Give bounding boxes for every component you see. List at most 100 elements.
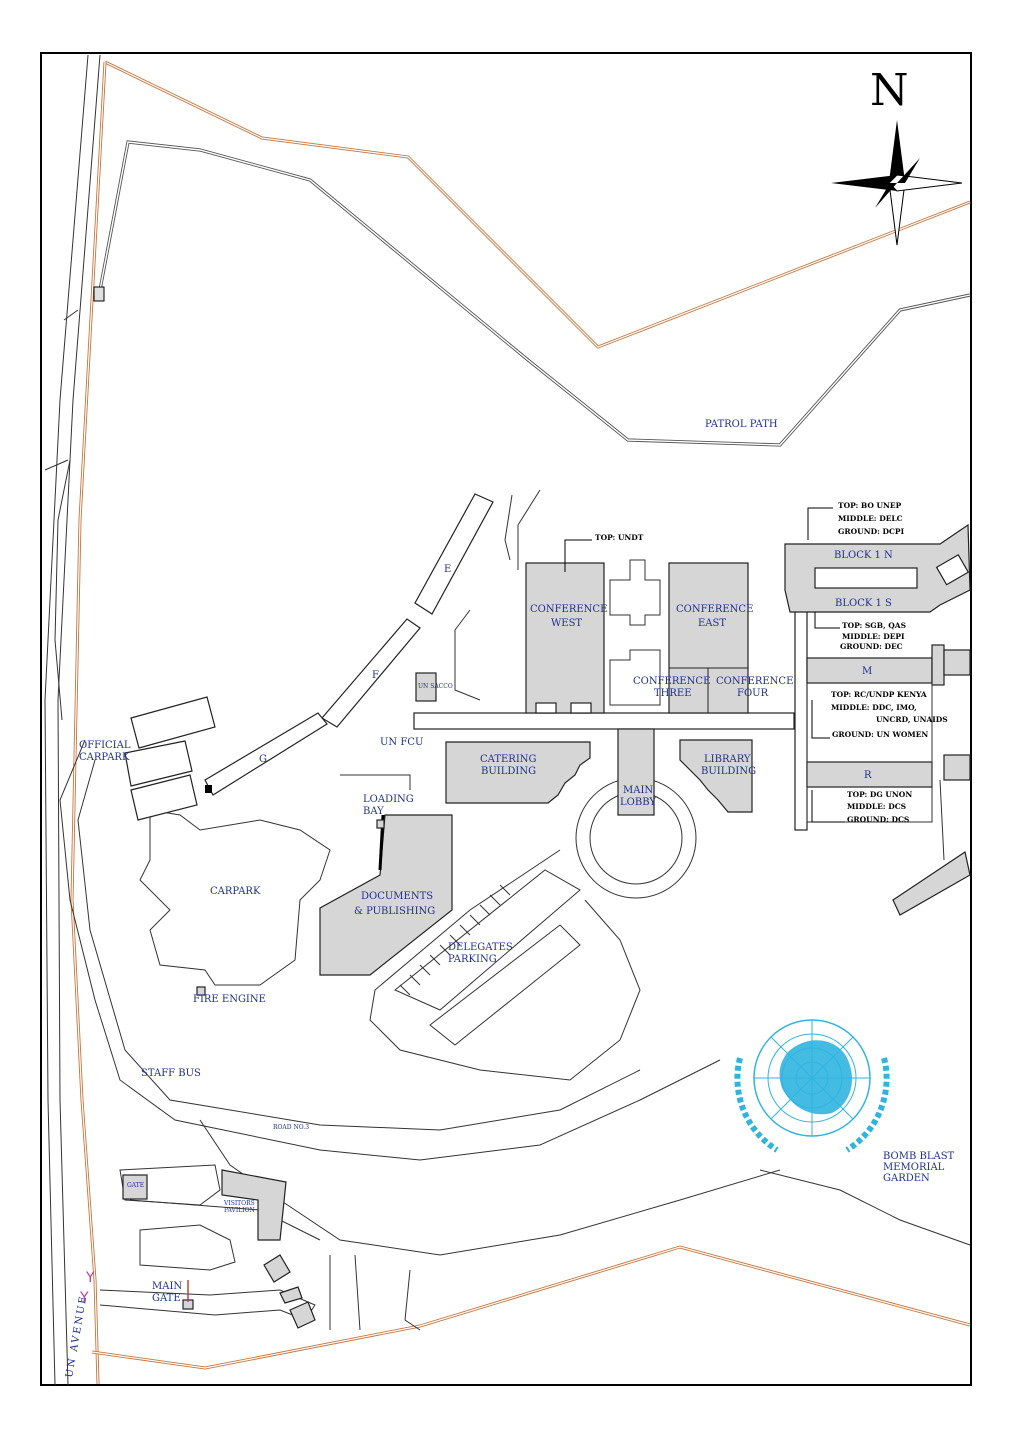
cw-annex bbox=[535, 702, 557, 714]
block1n-ground: GROUND: DCPI bbox=[838, 527, 905, 536]
memorial-garden-label-3: GARDEN bbox=[883, 1173, 930, 1184]
block1n-middle: MIDDLE: DELC bbox=[838, 514, 903, 523]
block-1n-label: BLOCK 1 N bbox=[834, 550, 893, 561]
block-m-label: M bbox=[862, 666, 872, 677]
north-label: N bbox=[870, 65, 909, 116]
block-r-ground: GROUND: DCS bbox=[847, 815, 909, 824]
gate-marker-icon-2: Y bbox=[79, 1290, 89, 1306]
compass-rose bbox=[831, 120, 963, 246]
internal-roads bbox=[54, 459, 971, 1331]
conference-west-building bbox=[525, 562, 605, 714]
block-r-label: R bbox=[864, 770, 872, 781]
block-e-label: E bbox=[444, 564, 451, 575]
annotation-pointers bbox=[564, 507, 845, 823]
gate-marker-icon: Y bbox=[85, 1270, 95, 1286]
block1s-top: TOP: SGB, QAS bbox=[842, 621, 906, 630]
conference-east-label-1: CONFERENCE bbox=[676, 604, 753, 615]
visitors-pavilion-label-2: PAVILION bbox=[224, 1207, 255, 1214]
block-f bbox=[321, 618, 421, 728]
block-r-top: TOP: DG UNON bbox=[847, 790, 912, 799]
block-g-marker bbox=[205, 785, 212, 793]
road-no3-label: ROAD NO.3 bbox=[273, 1124, 309, 1131]
conference-east-label-2: EAST bbox=[698, 618, 726, 629]
conference-four-label-2: FOUR bbox=[737, 688, 769, 699]
memorial-garden-label-1: BOMB BLAST bbox=[883, 1151, 955, 1162]
block-m-middle-2: UNCRD, UNAIDS bbox=[876, 715, 948, 724]
official-carpark-label-1: OFFICIAL bbox=[79, 740, 131, 751]
block1s-middle: MIDDLE: DEPI bbox=[842, 632, 905, 641]
loading-bay-label-2: BAY bbox=[363, 806, 384, 817]
block-m-building bbox=[806, 657, 933, 684]
conference-west-label-1: CONFERENCE bbox=[530, 604, 607, 615]
block-f-label: F bbox=[372, 670, 379, 681]
delegates-parking-label-1: DELEGATES bbox=[448, 942, 513, 953]
main-gate-label-2: GATE bbox=[152, 1293, 181, 1304]
memorial-garden-label-2: MEMORIAL bbox=[883, 1162, 945, 1173]
gate-area bbox=[119, 1164, 316, 1329]
main-gate-label-1: MAIN bbox=[152, 1281, 182, 1292]
catering-label-1: CATERING bbox=[480, 754, 537, 765]
documents-label-1: DOCUMENTS bbox=[361, 891, 433, 902]
block-1s-label: BLOCK 1 S bbox=[835, 598, 892, 609]
gate-label: GATE bbox=[127, 1182, 144, 1189]
conference-three-label-1: CONFERENCE bbox=[633, 676, 710, 687]
block-m-ground: GROUND: UN WOMEN bbox=[832, 730, 928, 739]
block1s-ground: GROUND: DEC bbox=[840, 642, 903, 651]
catering-building bbox=[445, 741, 591, 804]
carpark-label: CARPARK bbox=[210, 886, 261, 897]
conference-west-label-2: WEST bbox=[551, 618, 582, 629]
library-building bbox=[679, 739, 753, 813]
courtyard-structure-2 bbox=[609, 649, 661, 706]
walkway bbox=[413, 712, 795, 730]
m-r-outline bbox=[806, 683, 933, 823]
block-r-middle: MIDDLE: DCS bbox=[847, 802, 906, 811]
map-frame bbox=[40, 52, 972, 1386]
cw-annex-2 bbox=[570, 702, 592, 714]
main-lobby-label-2: LOBBY bbox=[620, 797, 656, 808]
un-avenue-road bbox=[44, 54, 101, 1386]
block-r-annex bbox=[892, 851, 971, 916]
fire-engine-marker bbox=[196, 986, 206, 996]
perimeter-fence bbox=[70, 60, 971, 1385]
block-m-ext bbox=[943, 649, 971, 676]
library-label-2: BUILDING bbox=[701, 766, 756, 777]
main-lobby-label-1: MAIN bbox=[623, 785, 653, 796]
delegates-parking-area bbox=[394, 869, 581, 1046]
block-1-wing bbox=[935, 554, 970, 586]
main-lobby-building bbox=[617, 728, 655, 816]
un-avenue-label: UN AVENUE bbox=[64, 1294, 89, 1379]
un-emblem-icon bbox=[734, 1019, 890, 1153]
block-e bbox=[414, 493, 494, 615]
block1n-top: TOP: BO UNEP bbox=[838, 501, 902, 510]
patrol-path-label: PATROL PATH bbox=[705, 419, 778, 430]
guard-post bbox=[93, 286, 105, 302]
delegates-parking-label-2: PARKING bbox=[448, 954, 497, 965]
r-path bbox=[939, 779, 945, 861]
catering-label-2: BUILDING bbox=[481, 766, 536, 777]
un-sacco-building bbox=[415, 672, 437, 702]
fire-engine-label: FIRE ENGINE bbox=[193, 994, 266, 1005]
conference-four-label-1: CONFERENCE bbox=[716, 676, 793, 687]
official-carpark-label-2: CARPARK bbox=[79, 752, 130, 763]
documents-label-2: & PUBLISHING bbox=[354, 906, 435, 917]
undt-annotation: TOP: UNDT bbox=[595, 533, 644, 542]
library-label-1: LIBRARY bbox=[704, 754, 751, 765]
block-m-end bbox=[931, 644, 945, 686]
visitors-pavilion-label-1: VISITORS bbox=[223, 1200, 255, 1207]
un-fcu-label: UN FCU bbox=[380, 737, 423, 748]
staff-bus-label: STAFF BUS bbox=[141, 1068, 201, 1079]
loading-bay-marker bbox=[376, 819, 385, 829]
block-g-label: G bbox=[259, 754, 267, 765]
block-r-ext bbox=[943, 754, 971, 781]
official-carpark-buildings bbox=[124, 696, 216, 821]
patrol-path bbox=[98, 140, 971, 447]
block-1-courtyard bbox=[814, 567, 918, 589]
conference-three-label-2: THREE bbox=[654, 688, 692, 699]
documents-publishing-building bbox=[319, 814, 453, 976]
un-sacco-label: UN SACCO bbox=[418, 683, 453, 690]
loading-bay-label-1: LOADING bbox=[363, 794, 414, 805]
block-m-top: TOP: RC/UNDP KENYA bbox=[831, 690, 927, 699]
courtyard-structure bbox=[609, 559, 661, 626]
block-m-middle: MIDDLE: DDC, IMO, bbox=[831, 703, 917, 712]
